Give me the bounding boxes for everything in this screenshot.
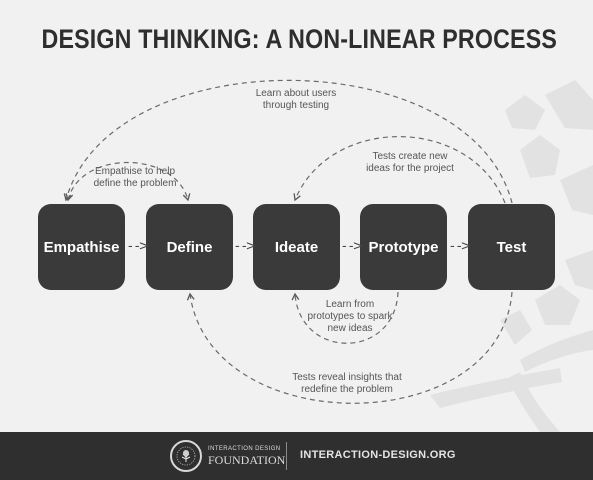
- arc-prototype-to-ideate: [291, 291, 399, 344]
- arrow-right-icon: - ->: [235, 239, 256, 254]
- tree-decoration: [430, 80, 593, 432]
- stage-ideate: Ideate: [253, 204, 340, 290]
- stage-label: Prototype: [368, 238, 439, 256]
- note-line: ideas for the project: [366, 163, 454, 174]
- stage-prototype: Prototype: [360, 204, 447, 290]
- stage-label: Test: [496, 238, 527, 256]
- footer-org-line1: INTERACTION DESIGN: [208, 446, 281, 452]
- note-empathise-define: Empathise to help define the problem: [80, 166, 190, 190]
- stage-label: Ideate: [274, 238, 319, 256]
- note-tests-insights: Tests reveal insights that redefine the …: [272, 372, 422, 396]
- footer-org-line2: FOUNDATION: [208, 453, 286, 467]
- note-tests-ideas: Tests create new ideas for the project: [350, 151, 470, 175]
- stage-label: Define: [166, 238, 213, 256]
- footer-divider: [286, 442, 287, 470]
- footer-bar: INTERACTION DESIGN FOUNDATION INTERACTIO…: [0, 432, 593, 480]
- note-line: define the problem: [93, 178, 177, 189]
- stage-label: Empathise: [43, 238, 120, 256]
- stage-test: Test: [468, 204, 555, 290]
- foundation-logo-icon: [170, 440, 202, 472]
- note-line: through testing: [262, 100, 330, 111]
- note-learn-prototypes: Learn from prototypes to spark new ideas: [300, 299, 400, 335]
- page-title: DESIGN THINKING: A NON-LINEAR PROCESS: [41, 24, 558, 54]
- note-line: Empathise to help: [94, 166, 176, 177]
- note-line: Learn about users: [255, 88, 337, 99]
- note-line: Learn from: [325, 299, 375, 310]
- note-line: Tests create new: [372, 151, 448, 162]
- arc-test-to-define: [186, 291, 513, 404]
- arrow-right-icon: - ->: [450, 239, 471, 254]
- note-learn-users: Learn about users through testing: [236, 88, 356, 112]
- note-line: prototypes to spark: [307, 311, 393, 322]
- connector-layer: [63, 79, 593, 432]
- note-line: new ideas: [327, 323, 373, 334]
- arrow-right-icon: - ->: [342, 239, 363, 254]
- arc-empathise-define: [65, 162, 191, 202]
- arrow-right-icon: - ->: [128, 239, 149, 254]
- note-line: redefine the problem: [301, 384, 393, 395]
- arc-test-to-ideate: [293, 136, 506, 204]
- stage-empathise: Empathise: [38, 204, 125, 290]
- footer-url-link[interactable]: INTERACTION-DESIGN.ORG: [300, 449, 456, 461]
- arc-test-to-empathise: [63, 79, 513, 204]
- note-line: Tests reveal insights that: [292, 372, 402, 383]
- stage-define: Define: [146, 204, 233, 290]
